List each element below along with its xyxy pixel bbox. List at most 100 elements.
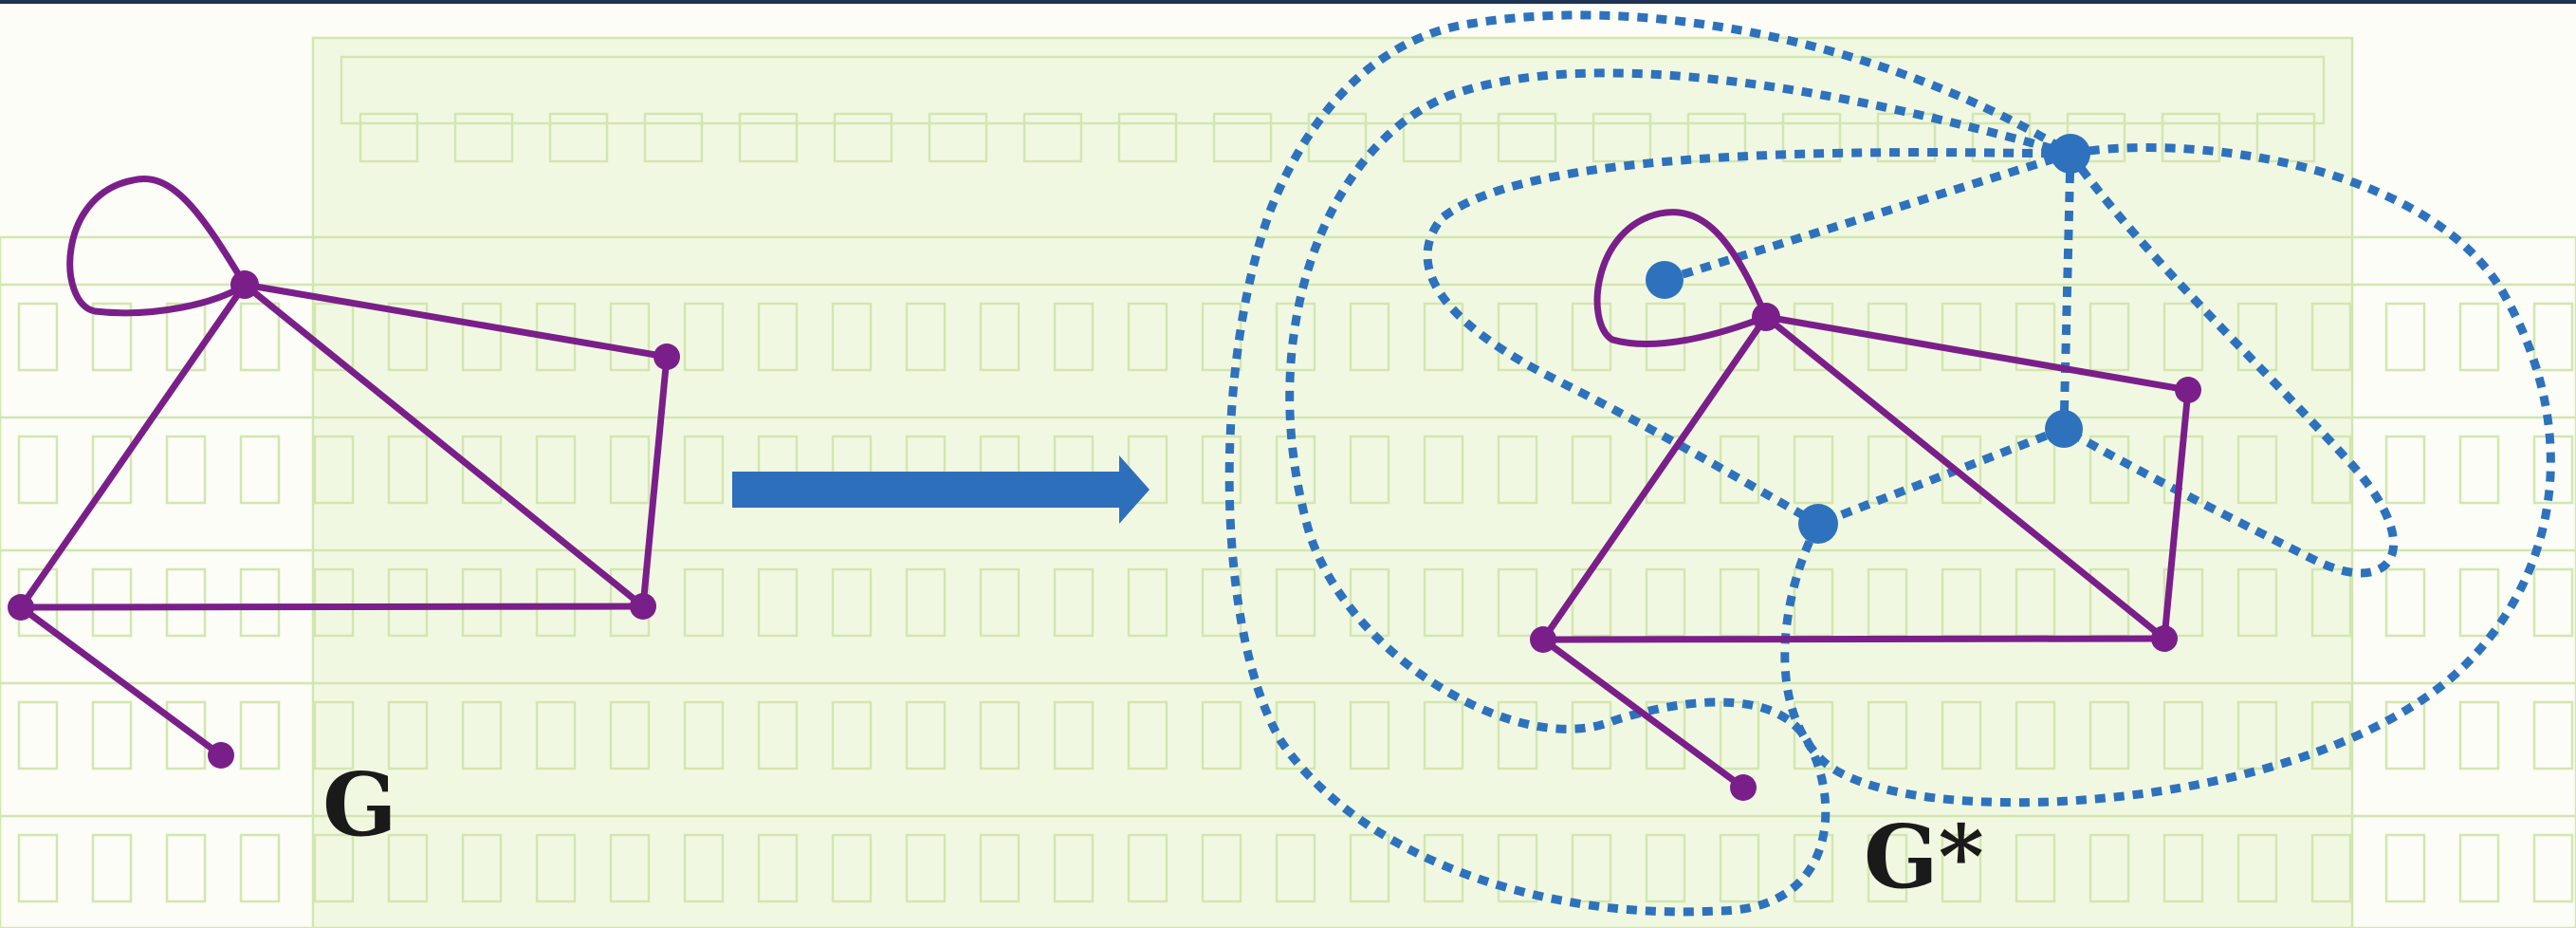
watermark-window [165, 567, 207, 638]
edge [2161, 386, 2192, 642]
watermark-window [1423, 700, 1464, 770]
watermark-window [387, 833, 429, 903]
watermark-window [1645, 700, 1686, 770]
watermark-window [1867, 700, 1908, 770]
watermark-window [535, 435, 577, 505]
watermark-window [1201, 435, 1242, 505]
watermark-window [91, 567, 133, 638]
watermark-window [1876, 112, 1937, 163]
loop-edge [1593, 209, 1770, 347]
watermark-window [1201, 700, 1242, 770]
watermark-window [461, 435, 503, 505]
watermark-window [1719, 833, 1760, 903]
watermark-window [2236, 435, 2278, 505]
watermark-window [757, 302, 799, 372]
watermark-window [313, 700, 355, 770]
watermark-window [609, 833, 651, 903]
watermark-window [239, 435, 281, 505]
watermark-window [979, 302, 1021, 372]
watermark-window [1867, 833, 1908, 903]
watermark-window [1497, 700, 1538, 770]
dual-edge [2061, 151, 2398, 578]
watermark-window [1053, 833, 1095, 903]
watermark-window [2384, 435, 2426, 505]
watermark-window [1349, 567, 1390, 638]
watermark-window [387, 567, 429, 638]
watermark-window [905, 302, 947, 372]
watermark-window [17, 302, 59, 372]
watermark-window [757, 567, 799, 638]
watermark-window [1571, 700, 1612, 770]
watermark-window [165, 302, 207, 372]
graph-label-G-star: G* [1864, 806, 1984, 908]
edge [1539, 636, 1747, 791]
watermark-window [683, 833, 725, 903]
right-arrow-icon [732, 455, 1150, 524]
watermark-window [1022, 112, 1083, 163]
watermark-window [831, 833, 873, 903]
edge [1762, 313, 2192, 394]
watermark-window [2458, 833, 2500, 903]
vertex [2151, 625, 2178, 652]
watermark-window [461, 700, 503, 770]
watermark-window [831, 302, 873, 372]
watermark-window [2384, 700, 2426, 770]
watermark-window [1686, 112, 1747, 163]
vertex [1530, 626, 1556, 653]
dual-edge [2059, 153, 2075, 430]
dual-edge [1224, 10, 2073, 917]
watermark-window [2162, 302, 2204, 372]
watermark-window [1275, 700, 1316, 770]
watermark-window [1127, 833, 1168, 903]
watermark-window [1349, 435, 1390, 505]
dual-vertex [1646, 261, 1684, 299]
dual-edge [1423, 148, 2071, 528]
watermark-window [17, 700, 59, 770]
watermark-window [1793, 435, 1834, 505]
watermark-window [1719, 700, 1760, 770]
watermark-window [2458, 700, 2500, 770]
watermark-window [2458, 435, 2500, 505]
watermark-window [1793, 700, 1834, 770]
watermark-window [1053, 302, 1095, 372]
edge [639, 353, 671, 610]
watermark-window [313, 567, 355, 638]
edge [241, 281, 671, 361]
watermark-window [831, 567, 873, 638]
watermark-window [239, 302, 281, 372]
watermark-window [91, 302, 133, 372]
watermark-window [905, 700, 947, 770]
watermark-window [2458, 302, 2500, 372]
graph-G: G [8, 176, 680, 856]
watermark-window [1201, 833, 1242, 903]
watermark-window [1867, 435, 1908, 505]
watermark-window [1275, 833, 1316, 903]
watermark-window [683, 435, 725, 505]
watermark-window [2310, 833, 2352, 903]
watermark-window [548, 112, 609, 163]
watermark-window [757, 700, 799, 770]
edge [1539, 635, 2168, 643]
watermark-window [2310, 302, 2352, 372]
watermark-window [2088, 833, 2130, 903]
watermark-window [165, 833, 207, 903]
watermark-window [535, 567, 577, 638]
watermark-window [1349, 833, 1390, 903]
watermark-window [1402, 112, 1463, 163]
dual-edge [1663, 149, 2072, 285]
watermark-window [387, 302, 429, 372]
watermark-window [1275, 567, 1316, 638]
watermark-window [2088, 435, 2130, 505]
watermark-window [1941, 435, 1982, 505]
watermark-window [91, 833, 133, 903]
watermark-window [239, 833, 281, 903]
dual-vertex [2051, 134, 2090, 174]
watermark-window [1571, 435, 1612, 505]
watermark-window [91, 435, 133, 505]
watermark-window [1645, 302, 1686, 372]
dual-edge [1816, 424, 2066, 529]
watermark-window [1423, 435, 1464, 505]
watermark-window [2088, 700, 2130, 770]
watermark-window [2532, 567, 2574, 638]
